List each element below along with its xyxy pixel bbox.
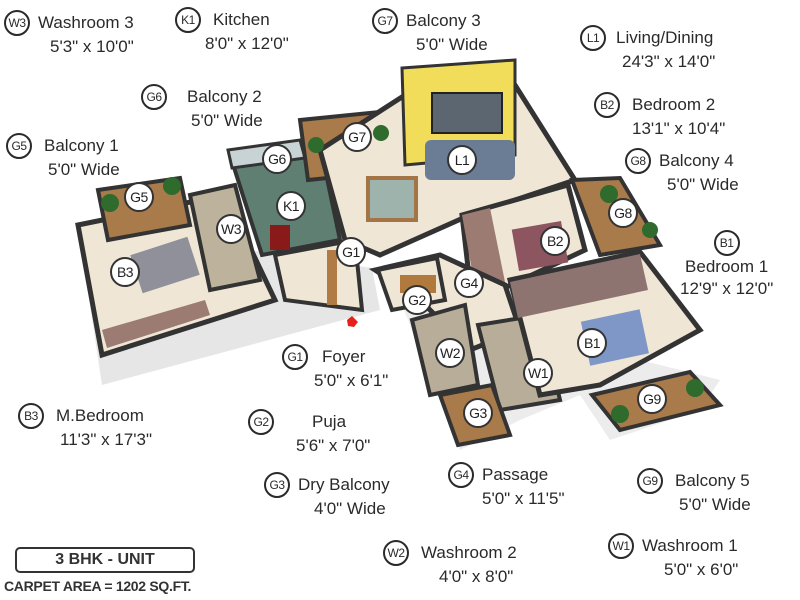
plan-marker-w2: W2 — [435, 338, 465, 368]
legend-g7: G7 Balcony 3 5'0" Wide — [372, 8, 488, 56]
badge-icon: L1 — [580, 25, 606, 51]
legend-size: 5'0" Wide — [416, 35, 488, 54]
legend-name: Bedroom 1 — [685, 257, 769, 276]
badge-icon: B3 — [18, 403, 44, 429]
plan-marker-g8: G8 — [608, 198, 638, 228]
legend-name: Living/Dining — [616, 28, 714, 47]
badge-icon: W1 — [608, 533, 634, 559]
legend-g3: G3 Dry Balcony 4'0" Wide — [264, 472, 390, 520]
legend-k1: K1 Kitchen 8'0" x 12'0" — [175, 7, 289, 55]
legend-size: 5'0" x 6'0" — [664, 560, 739, 579]
plan-marker-g7: G7 — [342, 122, 372, 152]
plan-marker-b2: B2 — [540, 226, 570, 256]
badge-icon: G4 — [448, 462, 474, 488]
legend-size: 5'0" Wide — [679, 495, 751, 514]
legend-name: Balcony 3 — [406, 11, 481, 30]
badge-icon: W2 — [383, 540, 409, 566]
legend-g5: G5 Balcony 1 5'0" Wide — [6, 133, 120, 181]
badge-icon: G6 — [141, 84, 167, 110]
legend-name: Dry Balcony — [298, 475, 390, 494]
legend-size: 5'0" x 6'1" — [314, 371, 389, 390]
legend-w2: W2 Washroom 2 4'0" x 8'0" — [383, 540, 517, 588]
badge-icon: G7 — [372, 8, 398, 34]
carpet-area-label: CARPET AREA = 1202 SQ.FT. — [4, 578, 192, 594]
legend-size: 5'6" x 7'0" — [296, 436, 371, 455]
legend-name: Balcony 4 — [659, 151, 734, 170]
plan-marker-g6: G6 — [262, 144, 292, 174]
badge-icon: G2 — [248, 409, 274, 435]
legend-size: 13'1" x 10'4" — [632, 119, 726, 138]
plan-marker-g2: G2 — [402, 285, 432, 315]
plan-marker-g1: G1 — [336, 237, 366, 267]
plan-marker-w1: W1 — [523, 358, 553, 388]
legend-name: Balcony 5 — [675, 471, 750, 490]
legend-g9: G9 Balcony 5 5'0" Wide — [637, 468, 751, 516]
legend-g6: G6 Balcony 2 5'0" Wide — [141, 84, 263, 132]
legend-size: 5'3" x 10'0" — [50, 37, 134, 56]
plan-marker-g5: G5 — [124, 182, 154, 212]
legend-b3: B3 M.Bedroom 11'3" x 17'3" — [18, 403, 152, 451]
legend-b1: B1 Bedroom 1 12'9" x 12'0" — [680, 230, 773, 300]
unit-type-badge: 3 BHK - UNIT — [15, 547, 195, 573]
legend-size: 11'3" x 17'3" — [60, 430, 152, 449]
plan-marker-b1: B1 — [577, 328, 607, 358]
legend-size: 5'0" Wide — [667, 175, 739, 194]
legend-size: 8'0" x 12'0" — [205, 34, 289, 53]
legend-name: Washroom 3 — [38, 13, 134, 32]
legend-g2: G2 Puja 5'6" x 7'0" — [248, 409, 370, 457]
badge-icon: G1 — [282, 344, 308, 370]
plan-marker-k1: K1 — [276, 191, 306, 221]
legend-name: Balcony 2 — [187, 87, 262, 106]
legend-name: Puja — [312, 412, 347, 431]
badge-icon: G8 — [625, 148, 651, 174]
legend-w3: W3 Washroom 3 5'3" x 10'0" — [4, 10, 134, 58]
legend-size: 24'3" x 14'0" — [622, 52, 716, 71]
plan-marker-g4: G4 — [454, 268, 484, 298]
legend-name: Passage — [482, 465, 549, 484]
legend-name: Washroom 2 — [421, 543, 517, 562]
plan-marker-g3: G3 — [463, 398, 493, 428]
legend-name: Foyer — [322, 347, 366, 366]
legend-name: Balcony 1 — [44, 136, 119, 155]
legend-name: Kitchen — [213, 10, 270, 29]
legend-g4: G4 Passage 5'0" x 11'5" — [448, 462, 565, 510]
badge-icon: K1 — [175, 7, 201, 33]
badge-icon: G3 — [264, 472, 290, 498]
legend-g1: G1 Foyer 5'0" x 6'1" — [282, 344, 388, 392]
legend-g8: G8 Balcony 4 5'0" Wide — [625, 148, 739, 196]
legend-size: 5'0" x 11'5" — [482, 489, 565, 508]
plan-marker-g9: G9 — [637, 384, 667, 414]
legend-size: 4'0" Wide — [314, 499, 386, 518]
legend-w1: W1 Washroom 1 5'0" x 6'0" — [608, 533, 738, 581]
badge-icon: W3 — [4, 10, 30, 36]
legend-size: 5'0" Wide — [48, 160, 120, 179]
legend-b2: B2 Bedroom 2 13'1" x 10'4" — [594, 92, 725, 140]
legend-l1: L1 Living/Dining 24'3" x 14'0" — [580, 25, 715, 73]
plan-marker-w3: W3 — [216, 214, 246, 244]
legend-name: Bedroom 2 — [632, 95, 716, 114]
entry-marker — [347, 316, 358, 327]
badge-icon: B1 — [713, 230, 740, 256]
legend-name: M.Bedroom — [56, 406, 144, 425]
legend-name: Washroom 1 — [642, 536, 738, 555]
plan-marker-b3: B3 — [110, 257, 140, 287]
badge-icon: G5 — [6, 133, 32, 159]
badge-icon: B2 — [594, 92, 620, 118]
legend-size: 5'0" Wide — [191, 111, 263, 130]
legend-size: 4'0" x 8'0" — [439, 567, 514, 586]
badge-icon: G9 — [637, 468, 663, 494]
plan-marker-l1: L1 — [447, 145, 477, 175]
legend-size: 12'9" x 12'0" — [680, 279, 774, 298]
